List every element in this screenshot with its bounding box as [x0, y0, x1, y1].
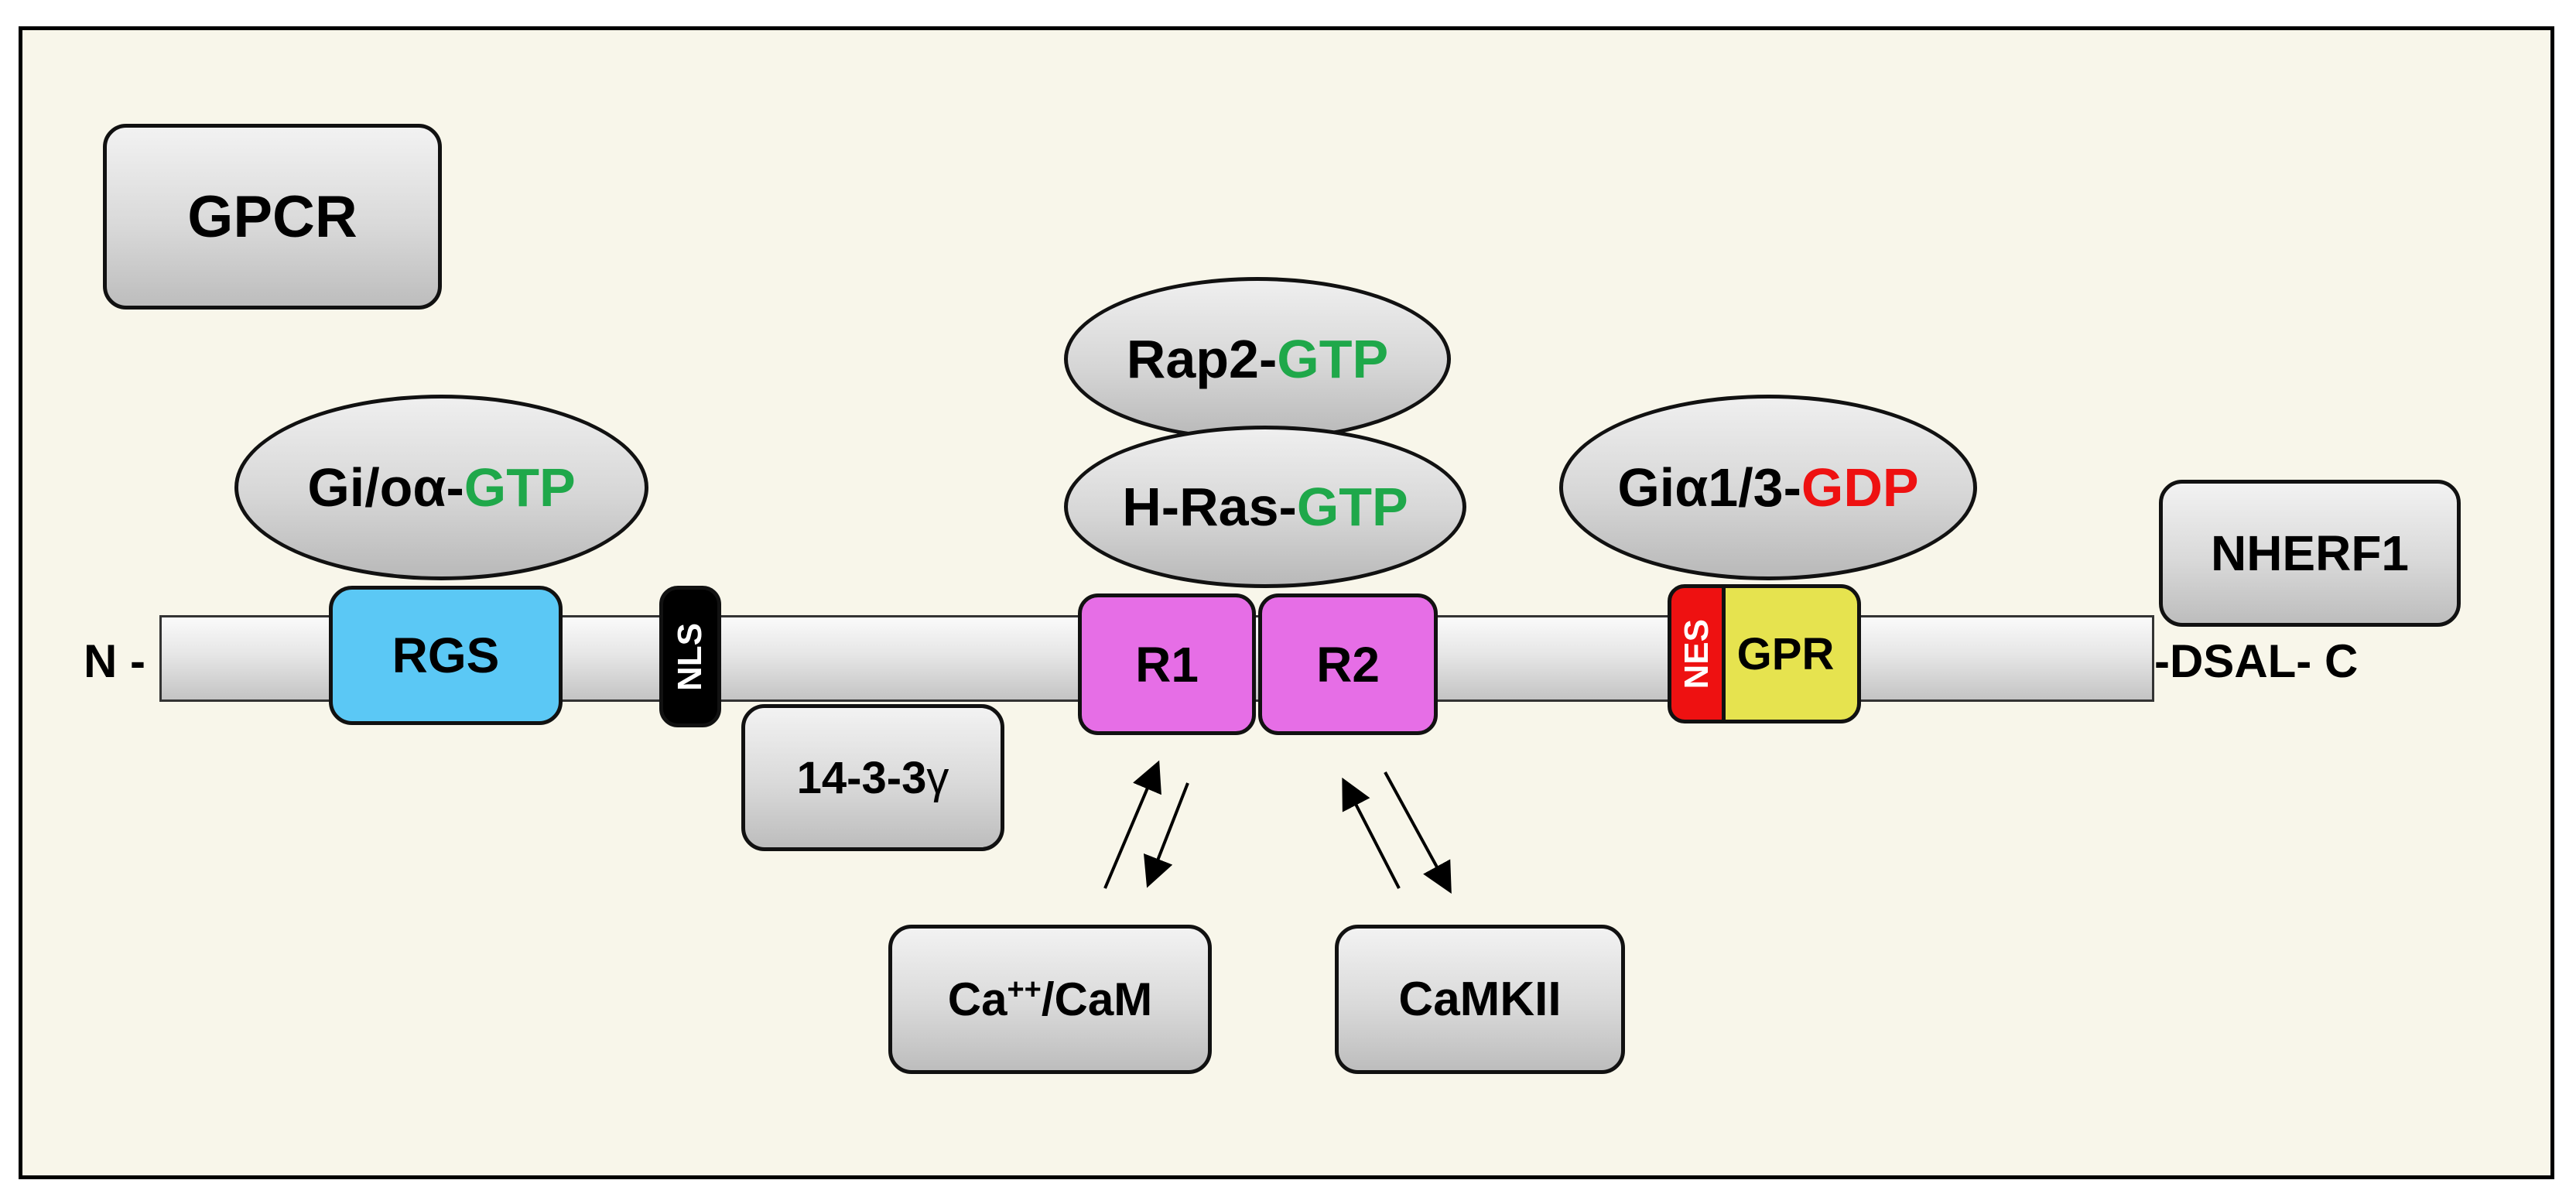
ca-suffix: /CaM — [1041, 973, 1153, 1025]
rgs-label: RGS — [392, 628, 500, 683]
gpcr-box: GPCR — [103, 124, 442, 310]
arrow-ca-to-r1 — [1103, 760, 1161, 889]
gpcr-label: GPCR — [187, 183, 357, 250]
protein-14-3-3-suffix: γ — [926, 752, 949, 803]
nes-domain: NES — [1668, 584, 1726, 723]
rgs-domain: RGS — [329, 586, 563, 725]
ca-prefix: Ca — [947, 973, 1007, 1025]
n-terminus-label: N - — [84, 635, 145, 687]
protein-14-3-3-box: 14-3-3γ — [741, 704, 1004, 851]
camkii-box: CaMKII — [1335, 925, 1625, 1074]
protein-14-3-3-prefix: 14-3-3 — [796, 752, 927, 803]
ca-superscript: ++ — [1007, 973, 1042, 1006]
h-ras-gtp-label: H-Ras-GTP — [1122, 476, 1408, 538]
nls-domain: NLS — [659, 586, 721, 727]
c-terminus-label: -DSAL- C — [2154, 635, 2359, 687]
h-ras-prefix: H-Ras- — [1122, 477, 1297, 537]
r2-domain: R2 — [1258, 593, 1438, 735]
nherf1-box: NHERF1 — [2159, 480, 2461, 627]
gi-alpha13-prefix: Giα1/3- — [1617, 457, 1801, 518]
r1-domain: R1 — [1078, 593, 1256, 735]
h-ras-gtp-oval: H-Ras-GTP — [1064, 426, 1466, 588]
gi-o-alpha-prefix: Gi/oα- — [307, 457, 464, 518]
arrow-camkii-to-r2 — [1342, 777, 1401, 889]
gi-o-alpha-gtp-oval: Gi/oα-GTP — [234, 395, 648, 580]
rap2-gtp-label: Rap2-GTP — [1127, 328, 1388, 390]
camkii-label: CaMKII — [1398, 973, 1562, 1026]
gi-o-alpha-gtp-label: Gi/oα-GTP — [307, 457, 575, 518]
rap2-gtp-oval: Rap2-GTP — [1064, 277, 1451, 441]
ca-cam-label: Ca++/CaM — [948, 973, 1152, 1026]
gi-alpha13-gdp-label: Giα1/3-GDP — [1617, 457, 1918, 518]
r1-label: R1 — [1135, 636, 1199, 693]
gi-alpha13-gdp-text: GDP — [1801, 457, 1919, 518]
r2-label: R2 — [1316, 636, 1380, 693]
nherf1-label: NHERF1 — [2210, 525, 2410, 581]
gi-alpha13-gdp-oval: Giα1/3-GDP — [1559, 395, 1977, 580]
protein-14-3-3-label: 14-3-3γ — [797, 752, 949, 804]
ca-cam-box: Ca++/CaM — [888, 925, 1212, 1074]
rap2-prefix: Rap2- — [1126, 329, 1278, 389]
arrow-r1-to-ca — [1144, 782, 1189, 888]
arrow-r2-to-camkii — [1384, 771, 1452, 894]
rap2-gtp-text: GTP — [1277, 329, 1389, 389]
h-ras-gtp-text: GTP — [1296, 477, 1408, 537]
gi-o-alpha-gtp-text: GTP — [464, 457, 576, 518]
gpr-label: GPR — [1736, 628, 1835, 679]
